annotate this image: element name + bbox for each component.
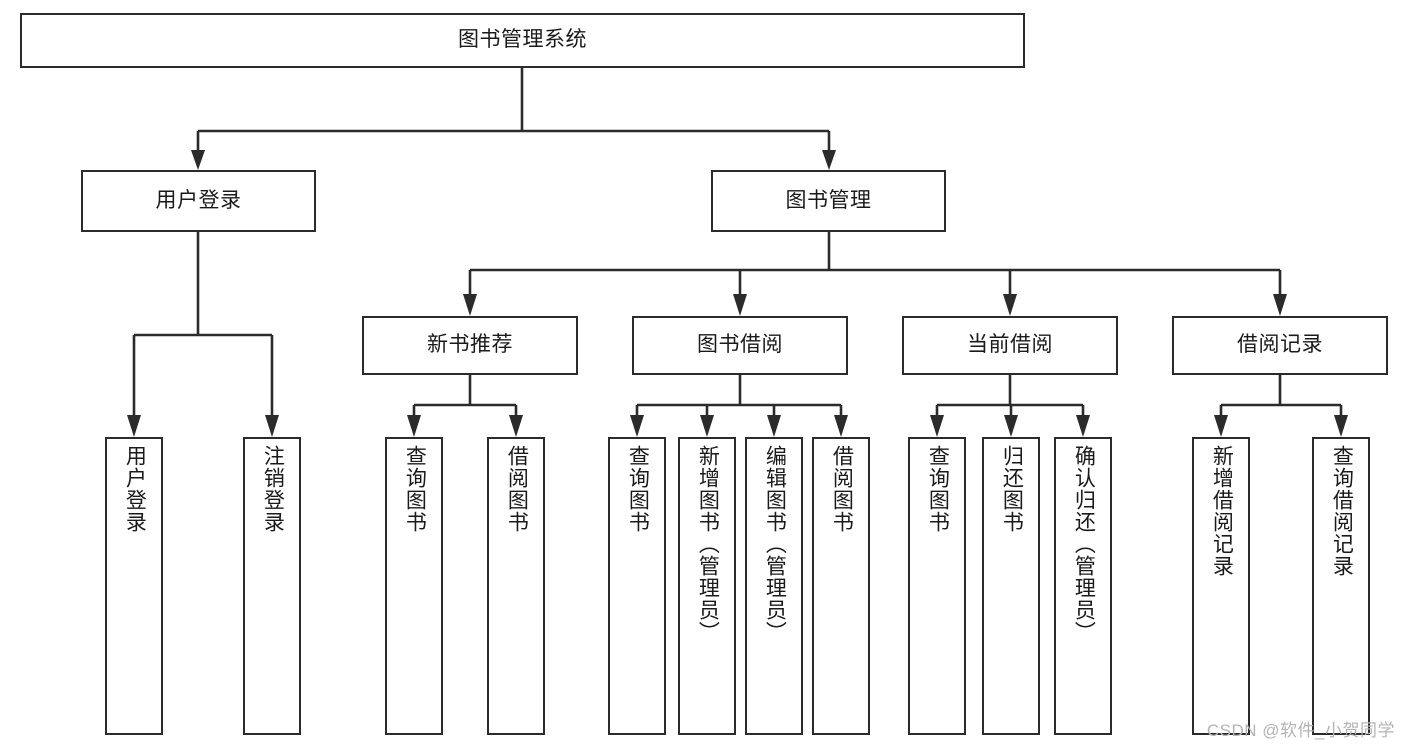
- arrowheads: [127, 150, 1348, 437]
- leaf-edit-book-admin-label: 编辑图书（管理员）: [763, 445, 787, 643]
- node-current-borrow[interactable]: 当前借阅: [902, 316, 1118, 375]
- leaf-query-book-recommend[interactable]: 查询图书: [385, 437, 443, 735]
- leaf-confirm-return-admin[interactable]: 确认归还（管理员）: [1054, 437, 1112, 735]
- leaf-edit-book-admin[interactable]: 编辑图书（管理员）: [745, 437, 803, 735]
- leaf-user-login-label: 用户登录: [123, 445, 147, 533]
- leaf-query-borrow-record[interactable]: 查询借阅记录: [1312, 437, 1370, 735]
- node-user-login[interactable]: 用户登录: [81, 170, 316, 232]
- leaf-add-book-admin[interactable]: 新增图书（管理员）: [678, 437, 736, 735]
- leaf-query-book-current-label: 查询图书: [926, 445, 950, 533]
- node-new-book-recommend-label: 新书推荐: [427, 333, 513, 357]
- leaf-borrow-book-recommend[interactable]: 借阅图书: [487, 437, 545, 735]
- leaf-add-borrow-record[interactable]: 新增借阅记录: [1192, 437, 1250, 735]
- node-book-management[interactable]: 图书管理: [711, 170, 946, 232]
- leaf-logout[interactable]: 注销登录: [243, 437, 301, 735]
- leaf-confirm-return-admin-label: 确认归还（管理员）: [1072, 445, 1096, 643]
- leaf-query-book-recommend-label: 查询图书: [403, 445, 427, 533]
- node-book-management-label: 图书管理: [785, 188, 872, 212]
- node-current-borrow-label: 当前借阅: [967, 333, 1053, 357]
- leaf-user-login[interactable]: 用户登录: [105, 437, 163, 735]
- leaf-add-book-admin-label: 新增图书（管理员）: [696, 445, 720, 643]
- leaf-borrow-book[interactable]: 借阅图书: [812, 437, 870, 735]
- leaf-query-book-current[interactable]: 查询图书: [908, 437, 966, 735]
- node-borrow-record-label: 借阅记录: [1237, 333, 1323, 357]
- leaf-return-book-label: 归还图书: [1000, 445, 1024, 533]
- node-new-book-recommend[interactable]: 新书推荐: [362, 316, 578, 375]
- node-user-login-label: 用户登录: [155, 188, 242, 212]
- node-root[interactable]: 图书管理系统: [20, 13, 1025, 68]
- node-book-borrow-label: 图书借阅: [697, 333, 783, 357]
- leaf-return-book[interactable]: 归还图书: [982, 437, 1040, 735]
- node-book-borrow[interactable]: 图书借阅: [632, 316, 848, 375]
- leaf-add-borrow-record-label: 新增借阅记录: [1210, 445, 1234, 577]
- leaf-borrow-book-recommend-label: 借阅图书: [505, 445, 529, 533]
- node-borrow-record[interactable]: 借阅记录: [1172, 316, 1388, 375]
- leaf-query-borrow-record-label: 查询借阅记录: [1330, 445, 1354, 577]
- leaf-borrow-book-label: 借阅图书: [830, 445, 854, 533]
- leaf-query-book-borrow[interactable]: 查询图书: [608, 437, 666, 735]
- leaf-query-book-borrow-label: 查询图书: [626, 445, 650, 533]
- node-root-label: 图书管理系统: [458, 28, 587, 52]
- leaf-logout-label: 注销登录: [261, 445, 285, 533]
